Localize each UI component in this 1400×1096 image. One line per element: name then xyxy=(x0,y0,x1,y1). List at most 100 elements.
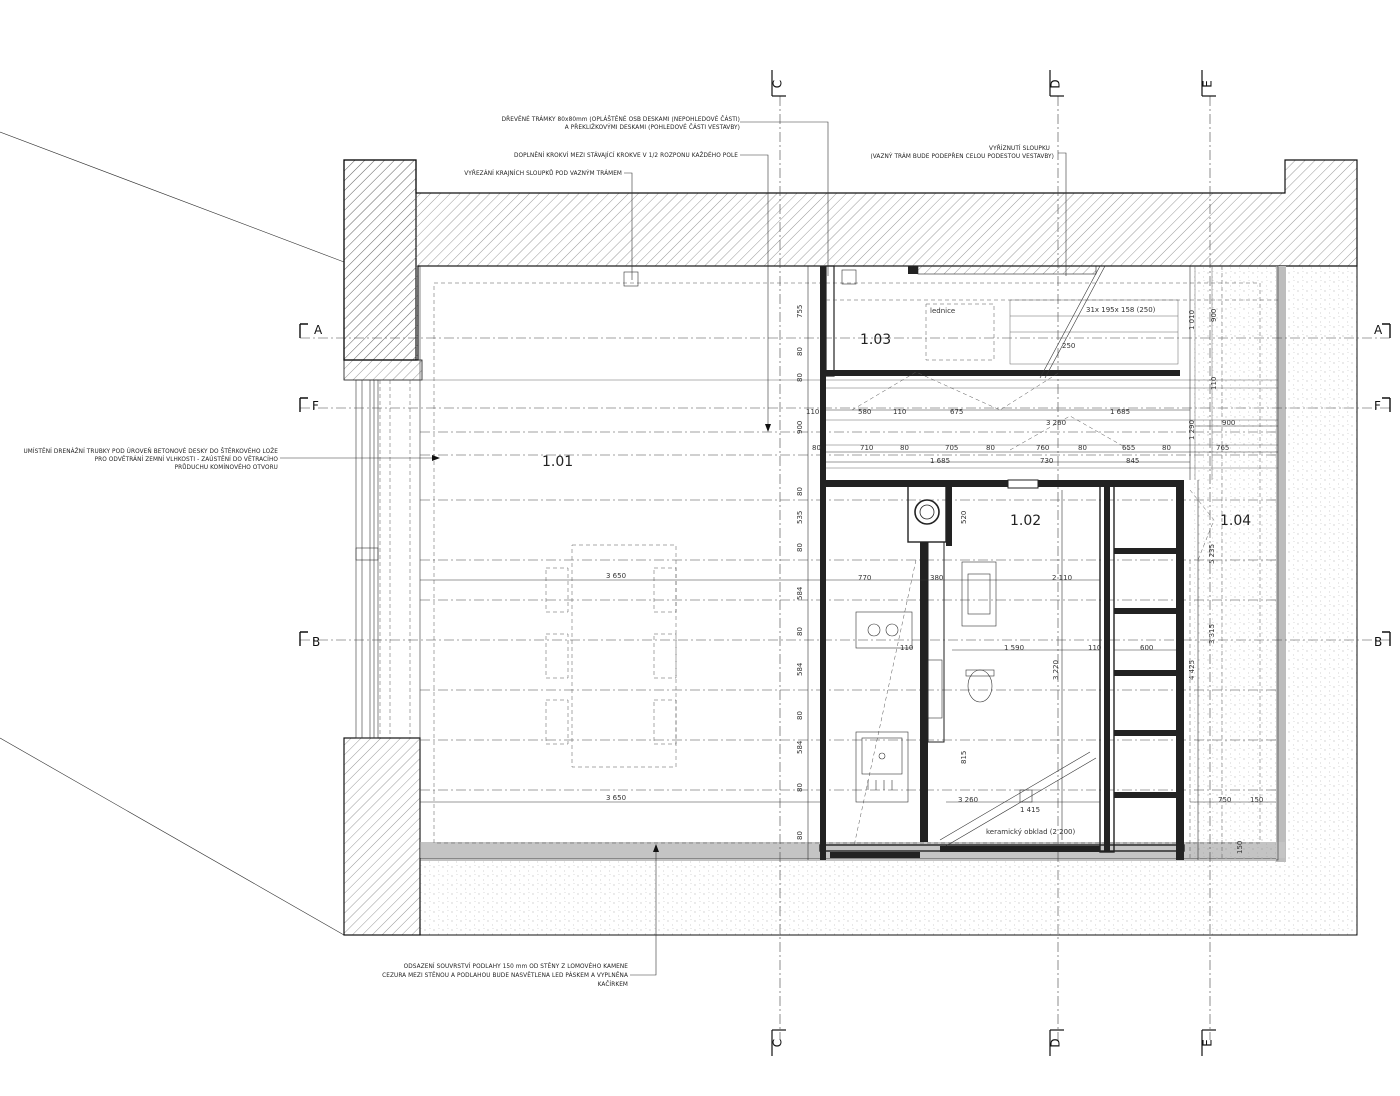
stair-diagonal xyxy=(853,559,917,847)
section-label-a-left: A xyxy=(314,323,323,337)
vdim-80-f: 80 xyxy=(796,711,804,720)
grid-label-top-c: C xyxy=(771,80,785,88)
dim-80-d: 80 xyxy=(1078,444,1087,452)
grid-axes xyxy=(300,96,1390,1040)
note-rafters: DOPLNĚNÍ KROKVÍ MEZI STÁVAJÍCÍ KROKVE V … xyxy=(514,150,738,159)
vdim-535: 535 xyxy=(796,511,804,524)
dimension-lines xyxy=(420,266,1278,860)
section-label-b-left: B xyxy=(312,635,320,649)
section-hatch-strip xyxy=(917,265,1097,275)
room-label-101: 1.01 xyxy=(542,454,573,470)
dim-705: 705 xyxy=(945,444,958,452)
dim-750: 750 xyxy=(1218,796,1231,804)
interior-outline xyxy=(419,265,1279,861)
vdim-80-b: 80 xyxy=(796,373,804,382)
dim-900-a: 900 xyxy=(1222,419,1235,427)
grid-label-top-e: E xyxy=(1201,80,1215,88)
dim-2110: 2 110 xyxy=(1052,574,1072,582)
dim-655: 655 xyxy=(1122,444,1135,452)
dim-1415: 1 415 xyxy=(1020,806,1040,814)
section-markers xyxy=(299,323,1391,646)
vdim-520: 520 xyxy=(960,511,968,524)
dim-675: 675 xyxy=(950,408,963,416)
dim-110-d: 110 xyxy=(1088,644,1101,652)
note-beams-line1: DŘEVĚNÉ TRÁMKY 80x80mm (OPLÁŠTĚNÉ OSB DE… xyxy=(502,114,740,123)
dim-760: 760 xyxy=(1036,444,1049,452)
vdim-80-a: 80 xyxy=(796,347,804,356)
floor-inner-outline xyxy=(433,282,1261,844)
note-floor-line2: CEZURA MEZI STĚNOU A PODLAHOU BUDE NASVĚ… xyxy=(382,970,628,979)
grid-label-bottom-d: D xyxy=(1049,1038,1063,1047)
leader-arrow-drain xyxy=(432,455,440,461)
vdim-584-b: 584 xyxy=(796,662,804,676)
vdim-584-c: 584 xyxy=(796,740,804,754)
dim-380: 380 xyxy=(930,574,943,582)
vdim-110: 110 xyxy=(1210,377,1218,390)
grid-label-bottom-c: C xyxy=(771,1039,785,1047)
slab-dashed-marker xyxy=(623,271,639,287)
vdim-1010: 1 010 xyxy=(1188,310,1196,330)
label-fridge: lednice xyxy=(930,307,955,315)
dim-150: 150 xyxy=(1250,796,1263,804)
dim-80-c: 80 xyxy=(986,444,995,452)
dim-3650-bottom: 3 650 xyxy=(606,794,626,802)
perspective-line-bottom xyxy=(0,737,345,936)
vdim-815: 815 xyxy=(960,751,968,764)
dim-1590: 1 590 xyxy=(1004,644,1024,652)
vdim-900-b: 900 xyxy=(1210,309,1218,322)
dim-3260-a: 3 260 xyxy=(1046,419,1066,427)
grid-label-bottom-e: E xyxy=(1201,1039,1215,1047)
note-posts-cut: VYŘEZÁNÍ KRAJNÍCH SLOUPKŮ POD VAZNÝM TRÁ… xyxy=(464,168,622,177)
grid-markers-top xyxy=(771,70,1216,97)
perspective-line-top xyxy=(0,131,345,263)
vdim-80-e: 80 xyxy=(796,627,804,636)
dim-580: 580 xyxy=(858,408,871,416)
dim-1685-b: 1 685 xyxy=(930,457,950,465)
dim-770: 770 xyxy=(858,574,871,582)
dim-730: 730 xyxy=(1040,457,1053,465)
note-beams-line2: A PŘEKLIŽKOVÝMI DESKAMI (POHLEDOVÉ ČÁSTI… xyxy=(565,122,740,131)
vdim-3315: 3 315 xyxy=(1208,624,1216,644)
room-label-103: 1.03 xyxy=(860,332,891,348)
note-drain-line2: PRO ODVĚTRÁNÍ ZEMNÍ VLHKOSTI - ZAÚSTĚNÍ … xyxy=(95,454,279,463)
vdim-5235: 5 235 xyxy=(1208,544,1216,564)
stair-diagonal-2 xyxy=(939,751,1091,841)
note-floor-line1: ODSAZENÍ SOUVRSTVÍ PODLAHY 150 mm OD STĚ… xyxy=(404,961,629,970)
note-leaders xyxy=(280,121,1067,976)
dim-3650-top: 3 650 xyxy=(606,572,626,580)
slab-marker-top xyxy=(841,269,857,285)
vdim-150: 150 xyxy=(1236,841,1244,854)
vdim-1290: 1 290 xyxy=(1188,420,1196,440)
vdim-755: 755 xyxy=(796,305,804,318)
vdim-80-d: 80 xyxy=(796,543,804,552)
stair-outline xyxy=(826,265,1278,860)
ground-fill xyxy=(419,265,1358,936)
partition-walls xyxy=(819,265,1185,860)
dim-3260-b: 3 260 xyxy=(958,796,978,804)
dim-110-c: 110 xyxy=(900,644,913,652)
section-label-f-left: F xyxy=(312,399,319,413)
vdim-584-a: 584 xyxy=(796,586,804,600)
label-tiles: keramický obklad (2 200) xyxy=(986,828,1076,836)
dim-765: 765 xyxy=(1216,444,1229,452)
bathroom-fixtures xyxy=(927,561,1033,803)
note-floor-line3: KAČÍRKEM xyxy=(598,979,628,988)
vdim-80-h: 80 xyxy=(796,831,804,840)
section-label-a-right: A xyxy=(1374,323,1383,337)
dim-600: 600 xyxy=(1140,644,1153,652)
dim-80-a: 80 xyxy=(812,444,821,452)
dim-250: 250 xyxy=(1062,342,1075,350)
note-drain-line3: PRŮDUCHU KOMÍNOVÉHO OTVORU xyxy=(175,462,278,471)
room-label-104: 1.04 xyxy=(1220,513,1251,529)
dim-80-b: 80 xyxy=(900,444,909,452)
dim-845: 845 xyxy=(1126,457,1139,465)
vdim-80-g: 80 xyxy=(796,783,804,792)
room-label-102: 1.02 xyxy=(1010,513,1041,529)
grid-markers-bottom xyxy=(771,1029,1216,1056)
leader-arrow-floor xyxy=(653,844,659,852)
dim-110-b: 110 xyxy=(893,408,906,416)
section-label-f-right: F xyxy=(1374,399,1381,413)
note-drain-line1: UMÍSTĚNÍ DRENÁŽNÍ TRUBKY POD ÚROVEŇ BETO… xyxy=(23,446,278,455)
vdim-900: 900 xyxy=(796,421,804,434)
